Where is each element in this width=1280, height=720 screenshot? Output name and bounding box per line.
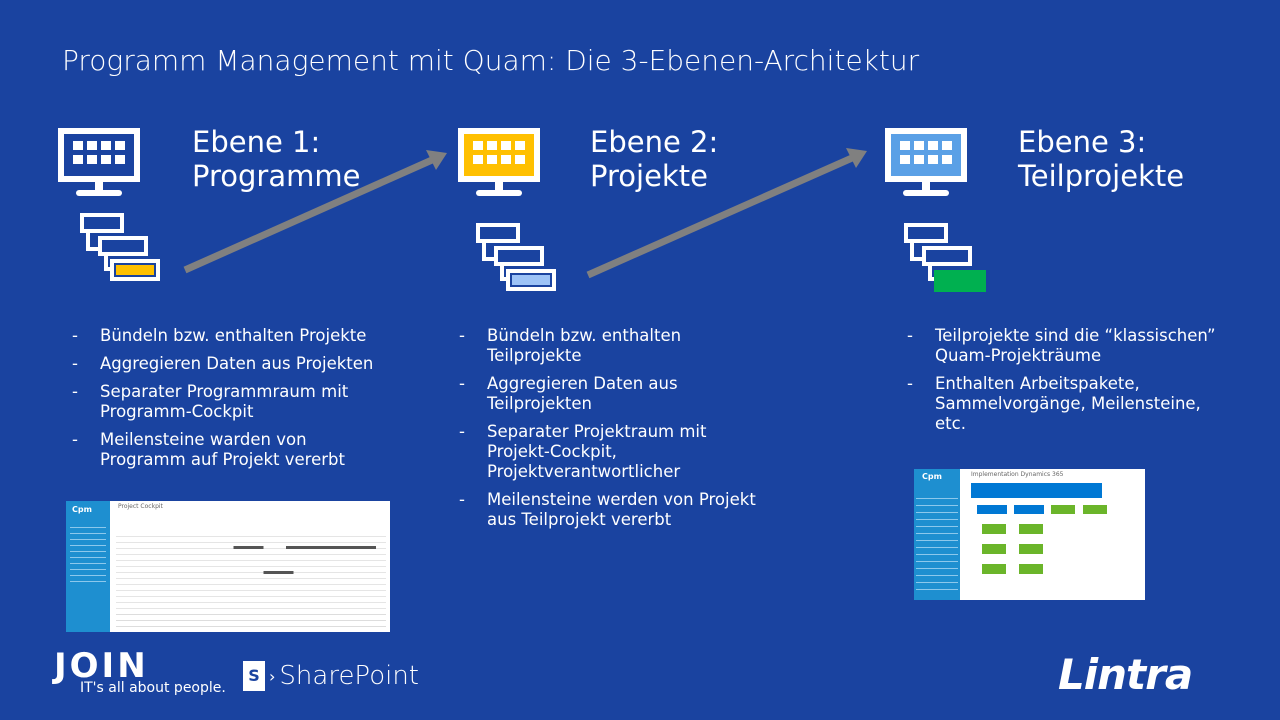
monitor-icon	[885, 128, 967, 196]
bullet: Separater Projektraum mit Projekt-Cockpi…	[459, 422, 756, 482]
arrow-icon	[183, 150, 447, 274]
bullet: Enthalten Arbeitspakete, Sammelvorgänge,…	[907, 374, 1216, 434]
hierarchy-icon	[80, 213, 160, 281]
level-3-heading: Ebene 3: Teilprojekte	[1018, 125, 1185, 193]
program-cockpit-screenshot: Cpm Project Cockpit	[66, 501, 390, 632]
hierarchy-icon	[904, 223, 986, 292]
cpm-logo: Cpm	[72, 505, 92, 514]
level-2-heading: Ebene 2: Projekte	[590, 125, 719, 193]
bullet: Teilprojekte sind die “klassischen” Quam…	[907, 326, 1216, 366]
join-logo: JOIN IT's all about people.	[54, 646, 226, 696]
level-1-bullets: Bündeln bzw. enthalten Projekte Aggregie…	[72, 326, 373, 478]
monitor-icon	[458, 128, 540, 196]
bullet: Meilensteine warden von Programm auf Pro…	[72, 430, 373, 470]
monitor-icon	[58, 128, 140, 196]
sharepoint-logo: S › SharePoint	[243, 661, 419, 691]
bullet: Aggregieren Daten aus Teilprojekten	[459, 374, 756, 414]
screenshot-title: Project Cockpit	[118, 503, 163, 510]
hierarchy-icon	[476, 223, 556, 291]
project-structure-screenshot: Cpm Implementation Dynamics 365	[914, 469, 1145, 600]
sharepoint-icon: S	[243, 661, 265, 691]
lintra-logo: Lintra	[1058, 650, 1193, 699]
bullet: Bündeln bzw. enthalten Projekte	[72, 326, 373, 346]
level-3-bullets: Teilprojekte sind die “klassischen” Quam…	[907, 326, 1216, 442]
arrow-icon	[586, 148, 867, 279]
bullet: Separater Programmraum mit Programm-Cock…	[72, 382, 373, 422]
bullet: Meilensteine werden von Projekt aus Teil…	[459, 490, 756, 530]
cpm-logo: Cpm	[922, 472, 942, 481]
slide-title: Programm Management mit Quam: Die 3-Eben…	[62, 44, 920, 77]
bullet: Aggregieren Daten aus Projekten	[72, 354, 373, 374]
bullet: Bündeln bzw. enthalten Teilprojekte	[459, 326, 756, 366]
level-1-heading: Ebene 1: Programme	[192, 125, 361, 193]
level-2-bullets: Bündeln bzw. enthalten Teilprojekte Aggr…	[459, 326, 756, 538]
screenshot-title: Implementation Dynamics 365	[971, 471, 1064, 478]
